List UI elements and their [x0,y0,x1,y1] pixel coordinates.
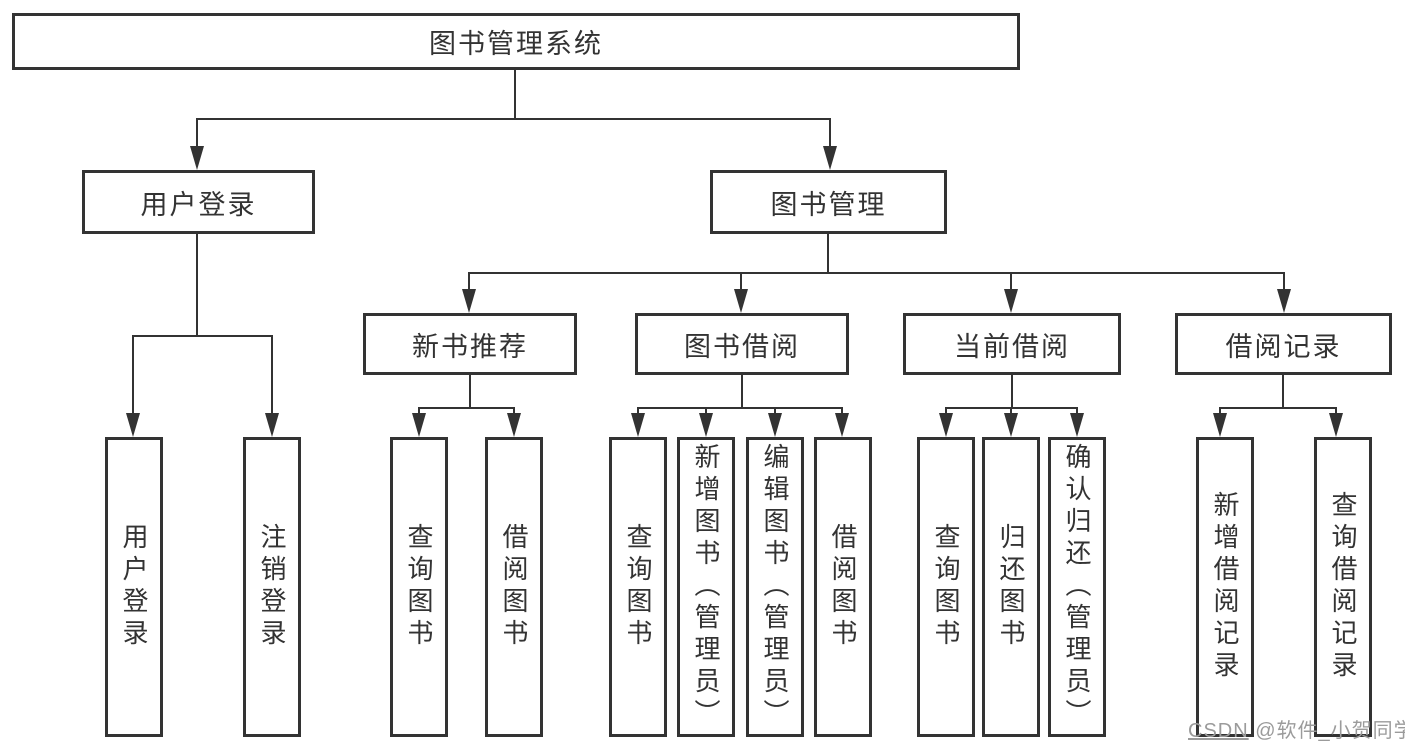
leaf-query-books-2: 查询图书 [609,437,667,737]
connector-line-v [841,407,843,415]
connector-line-h [637,407,843,409]
arrow-down-icon [1070,413,1084,437]
arrow-down-icon [462,289,476,313]
connector-line-v [1283,272,1285,292]
connector-line-v [513,407,515,415]
connector-line-v [637,407,639,415]
connector-line-v [740,272,742,292]
leaf-query-borrow-record: 查询借阅记录 [1314,437,1372,737]
leaf-label: 用户登录 [119,523,149,651]
connector-line-h [418,407,515,409]
leaf-logout: 注销登录 [243,437,301,737]
csdn-watermark: CSDN @软件_小贺同学 [1188,714,1405,743]
connector-line-v [1219,407,1221,415]
arrow-down-icon [190,146,204,170]
arrow-down-icon [1004,413,1018,437]
leaf-label: 查询借阅记录 [1328,491,1358,683]
arrow-down-icon [939,413,953,437]
arrow-down-icon [631,413,645,437]
node-label: 借阅记录 [1225,331,1342,362]
arrow-down-icon [1004,289,1018,313]
connector-line-v [196,118,198,148]
arrow-down-icon [699,413,713,437]
leaf-confirm-return-admin: 确认归还（管理员） [1048,437,1106,737]
connector-line-v [469,375,471,407]
leaf-user-login: 用户登录 [105,437,163,737]
arrow-down-icon [1329,413,1343,437]
node-user-login: 用户登录 [82,170,315,234]
watermark-handle: @软件_小贺同学 [1248,720,1405,742]
arrow-down-icon [835,413,849,437]
node-library-management-system: 图书管理系统 [12,13,1020,70]
leaf-borrow-books-1: 借阅图书 [485,437,543,737]
connector-line-v [1010,407,1012,415]
node-borrowing-records: 借阅记录 [1175,313,1392,375]
node-label: 图书管理 [770,189,887,220]
leaf-label: 确认归还（管理员） [1062,443,1092,731]
connector-line-v [1282,375,1284,407]
connector-line-v [1335,407,1337,415]
node-label: 图书借阅 [684,331,800,362]
connector-line-v [1011,375,1013,407]
node-book-management: 图书管理 [710,170,947,234]
node-label: 新书推荐 [412,331,528,362]
connector-line-v [271,335,273,415]
arrow-down-icon [734,289,748,313]
node-label: 用户登录 [140,189,257,220]
connector-line-h [132,335,273,337]
leaf-label: 注销登录 [257,523,287,651]
connector-line-v [132,335,134,415]
leaf-label: 编辑图书（管理员） [760,443,790,731]
leaf-label: 借阅图书 [828,523,858,651]
leaf-add-books-admin: 新增图书（管理员） [677,437,735,737]
arrow-down-icon [126,413,140,437]
connector-line-v [774,407,776,415]
leaf-label: 查询图书 [931,523,961,651]
arrow-down-icon [1277,289,1291,313]
leaf-label: 新增借阅记录 [1210,491,1240,683]
node-label: 图书管理系统 [429,29,603,59]
arrow-down-icon [265,413,279,437]
leaf-query-books-1: 查询图书 [390,437,448,737]
leaf-borrow-books-2: 借阅图书 [814,437,872,737]
connector-line-v [829,118,831,148]
arrow-down-icon [1213,413,1227,437]
connector-line-v [418,407,420,415]
arrow-down-icon [768,413,782,437]
arrow-down-icon [823,146,837,170]
connector-line-v [741,375,743,407]
connector-line-v [468,272,470,292]
leaf-query-books-3: 查询图书 [917,437,975,737]
connector-line-h [196,118,831,120]
leaf-label: 查询图书 [404,523,434,651]
leaf-return-books: 归还图书 [982,437,1040,737]
connector-line-v [705,407,707,415]
leaf-label: 借阅图书 [499,523,529,651]
connector-line-v [827,234,829,272]
connector-line-h [468,272,1285,274]
arrow-down-icon [507,413,521,437]
node-label: 当前借阅 [954,331,1070,362]
leaf-add-borrow-record: 新增借阅记录 [1196,437,1254,737]
node-new-book-recommend: 新书推荐 [363,313,577,375]
node-book-borrowing: 图书借阅 [635,313,849,375]
connector-line-v [1076,407,1078,415]
node-current-borrowing: 当前借阅 [903,313,1121,375]
connector-line-v [945,407,947,415]
connector-line-v [514,70,516,118]
watermark-prefix: CSDN [1188,720,1249,742]
arrow-down-icon [412,413,426,437]
leaf-label: 新增图书（管理员） [691,443,721,731]
connector-line-v [1010,272,1012,292]
connector-line-h [1219,407,1337,409]
connector-line-v [196,234,198,335]
leaf-edit-books-admin: 编辑图书（管理员） [746,437,804,737]
leaf-label: 归还图书 [996,523,1026,651]
leaf-label: 查询图书 [623,523,653,651]
